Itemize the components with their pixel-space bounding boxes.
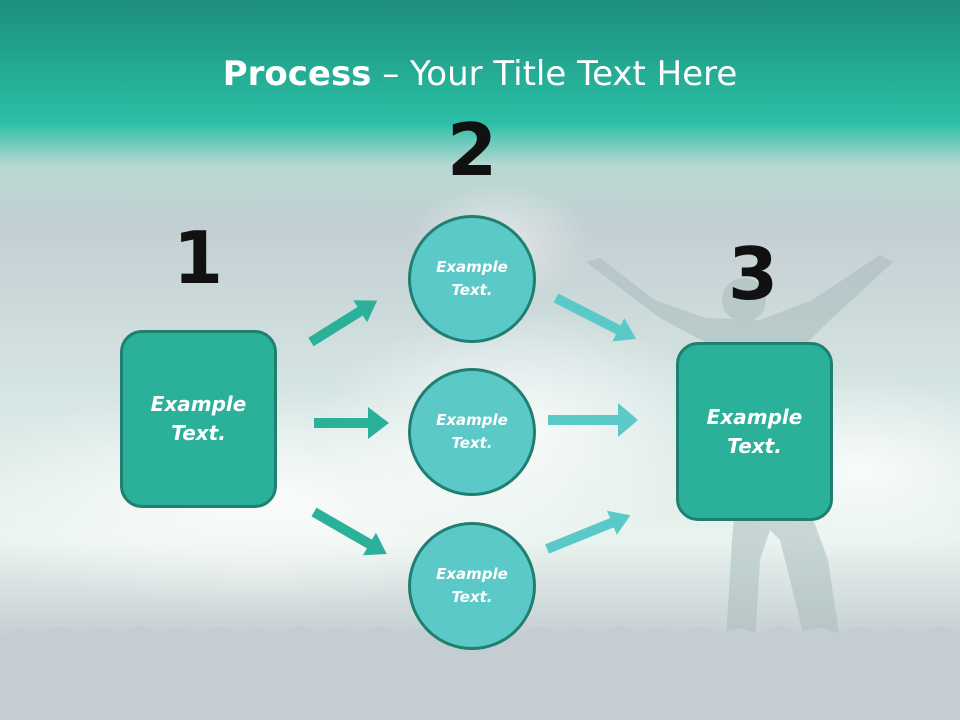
arrow-bottom-to-right [545, 510, 631, 554]
arrow-left-to-middle [314, 407, 389, 439]
step-3-text: Example Text. [706, 404, 803, 458]
circle-top-text: Example Text. [436, 258, 508, 299]
circle-middle-text: Example Text. [436, 411, 508, 452]
arrow-left-to-top [308, 300, 378, 347]
step-2-circle-top[interactable]: Example Text. [408, 215, 536, 343]
step-number-2: 2 [446, 108, 498, 192]
step-number-3: 3 [727, 232, 779, 316]
arrow-left-to-bottom [311, 507, 387, 556]
slide-title: Process – Your Title Text Here [0, 52, 960, 96]
circle-bottom-text: Example Text. [436, 565, 508, 606]
step-3-box[interactable]: Example Text. [676, 342, 833, 521]
title-bold: Process [222, 54, 372, 94]
step-number-1: 1 [172, 216, 224, 300]
step-2-circle-middle[interactable]: Example Text. [408, 368, 536, 496]
arrow-top-to-right [553, 293, 637, 342]
step-1-box[interactable]: Example Text. [120, 330, 277, 508]
arrow-middle-to-right [548, 403, 638, 437]
step-1-text: Example Text. [150, 392, 247, 445]
title-rest: – Your Title Text Here [371, 54, 738, 94]
step-2-circle-bottom[interactable]: Example Text. [408, 522, 536, 650]
